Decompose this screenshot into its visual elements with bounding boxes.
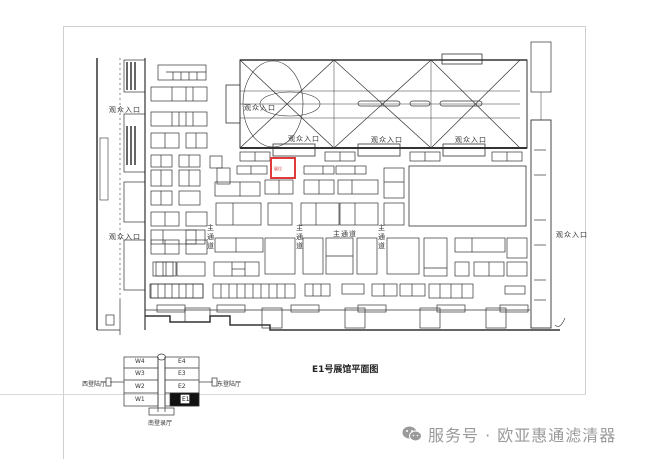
plan-caption: E1号展馆平面图: [312, 365, 379, 375]
highlighted-booth-label: 展位: [274, 166, 282, 171]
entrance-label: 观众入口: [455, 136, 487, 144]
entrance-label: 观众入口: [556, 231, 588, 239]
keymap-hall-w2: W2: [135, 383, 145, 390]
wechat-icon: [402, 426, 422, 442]
keymap-hall-e1: E1: [182, 396, 190, 403]
watermark: 服务号 · 欧亚惠通滤清器: [402, 422, 616, 446]
entrance-label: 观众入口: [109, 233, 141, 241]
keymap-hall-e4: E4: [178, 358, 186, 365]
aisle-label: 主通道: [333, 230, 357, 238]
keymap-hall-w4: W4: [135, 358, 145, 365]
sheet-border-top: [63, 26, 585, 27]
aisle-label: 主通道: [207, 224, 214, 250]
key-map: [105, 353, 218, 416]
keymap-south-hall: 南登录厅: [148, 420, 173, 427]
highlighted-booth[interactable]: [270, 157, 296, 179]
keymap-hall-w1: W1: [135, 396, 145, 403]
watermark-text: 服务号 · 欧亚惠通滤清器: [428, 426, 617, 445]
sheet-border-bottom: [0, 394, 586, 395]
aisle-label: 主通道: [296, 224, 303, 250]
entrance-label: 观众入口: [288, 135, 320, 143]
keymap-east-hall: 东登陆厅: [217, 381, 242, 388]
keymap-hall-e3: E3: [178, 370, 186, 377]
aisle-label: 主通道: [378, 224, 385, 250]
sheet-border-left: [63, 26, 64, 459]
keymap-west-hall: 西登陆厅: [82, 381, 107, 388]
entrance-label: 观众入口: [109, 106, 141, 114]
entrance-label: 观众入口: [371, 136, 403, 144]
sheet-border-right: [585, 26, 586, 394]
keymap-hall-w3: W3: [135, 370, 145, 377]
entrance-label: 观众入口: [244, 104, 276, 112]
keymap-hall-e2: E2: [178, 383, 186, 390]
